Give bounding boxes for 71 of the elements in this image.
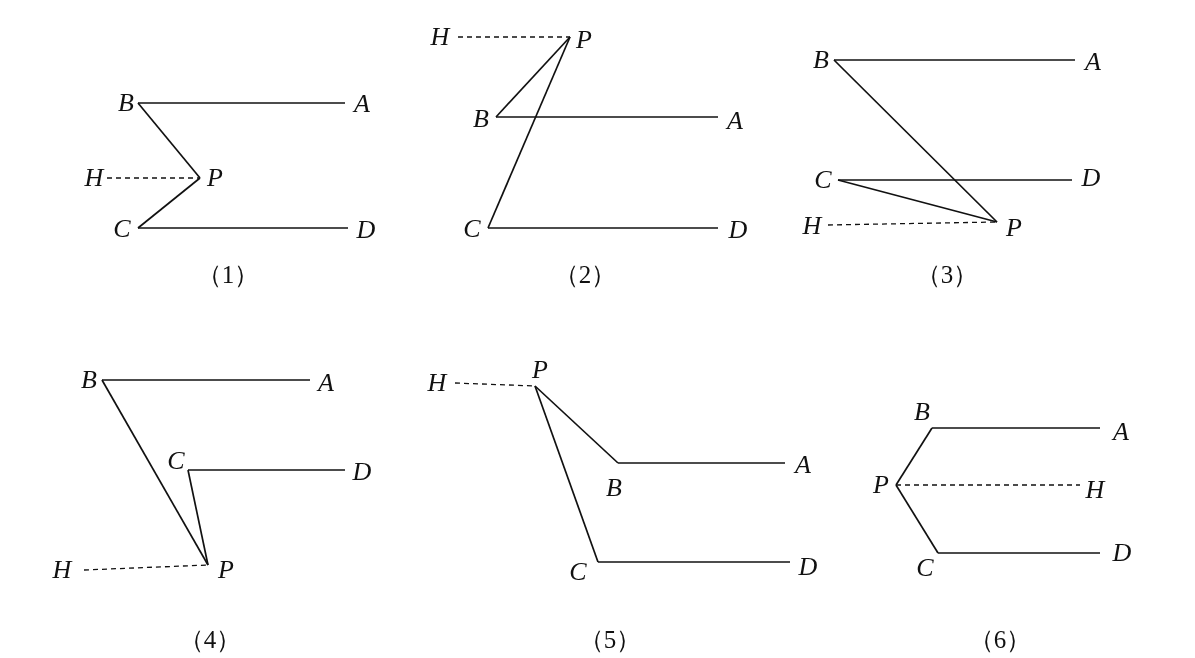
point-label: D	[727, 216, 749, 244]
line-segment	[187, 469, 209, 566]
line-segment	[833, 59, 1076, 61]
point-label: B	[78, 366, 100, 394]
line-segment	[837, 179, 998, 223]
figure-number: （4）	[177, 625, 243, 655]
line-segment	[495, 116, 719, 118]
line-segment	[534, 385, 619, 464]
point-label: C	[914, 554, 936, 582]
point-label: A	[351, 90, 373, 118]
point-label: B	[810, 46, 832, 74]
point-label: D	[797, 553, 819, 581]
point-label: A	[1110, 418, 1132, 446]
point-label: C	[111, 215, 133, 243]
dashed-line	[895, 484, 1081, 486]
point-label: P	[1003, 214, 1025, 242]
line-segment	[137, 102, 346, 104]
figure-number: （2）	[552, 260, 618, 290]
line-segment	[597, 561, 791, 563]
line-segment	[187, 469, 346, 471]
point-label: P	[215, 556, 237, 584]
point-label: C	[165, 447, 187, 475]
point-label: H	[51, 556, 73, 584]
line-segment	[487, 227, 719, 229]
point-label: A	[724, 107, 746, 135]
point-label: H	[426, 369, 448, 397]
point-label: D	[1080, 164, 1102, 192]
point-label: D	[355, 216, 377, 244]
point-label: P	[870, 471, 892, 499]
figure-number: （6）	[967, 625, 1033, 655]
line-segment	[833, 59, 998, 223]
point-label: H	[429, 23, 451, 51]
point-label: P	[573, 26, 595, 54]
point-label: H	[1084, 476, 1106, 504]
point-label: B	[470, 105, 492, 133]
point-label: P	[529, 356, 551, 384]
point-label: C	[461, 215, 483, 243]
point-label: C	[812, 166, 834, 194]
dashed-line	[106, 177, 201, 179]
point-label: B	[115, 89, 137, 117]
line-segment	[137, 227, 349, 229]
point-label: B	[603, 474, 625, 502]
point-label: D	[351, 458, 373, 486]
line-segment	[931, 427, 1101, 429]
line-segment	[137, 177, 201, 229]
line-segment	[895, 427, 933, 486]
dashed-line	[457, 36, 571, 38]
point-label: B	[911, 398, 933, 426]
point-label: P	[204, 164, 226, 192]
line-segment	[937, 552, 1101, 554]
line-segment	[534, 385, 599, 563]
point-label: C	[567, 558, 589, 586]
point-label: H	[801, 212, 823, 240]
dashed-line	[827, 221, 998, 226]
figure-number: （3）	[914, 260, 980, 290]
line-segment	[895, 484, 939, 554]
dashed-line	[83, 564, 209, 571]
line-segment	[101, 379, 311, 381]
point-label: D	[1111, 539, 1133, 567]
line-segment	[837, 179, 1073, 181]
point-label: H	[83, 164, 105, 192]
point-label: A	[1082, 48, 1104, 76]
point-label: A	[315, 369, 337, 397]
line-segment	[101, 379, 209, 566]
point-label: A	[792, 451, 814, 479]
line-segment	[487, 36, 571, 229]
figure-number: （5）	[577, 625, 643, 655]
figure-number: （1）	[195, 260, 261, 290]
line-segment	[137, 102, 201, 179]
line-segment	[495, 36, 571, 118]
line-segment	[617, 462, 786, 464]
